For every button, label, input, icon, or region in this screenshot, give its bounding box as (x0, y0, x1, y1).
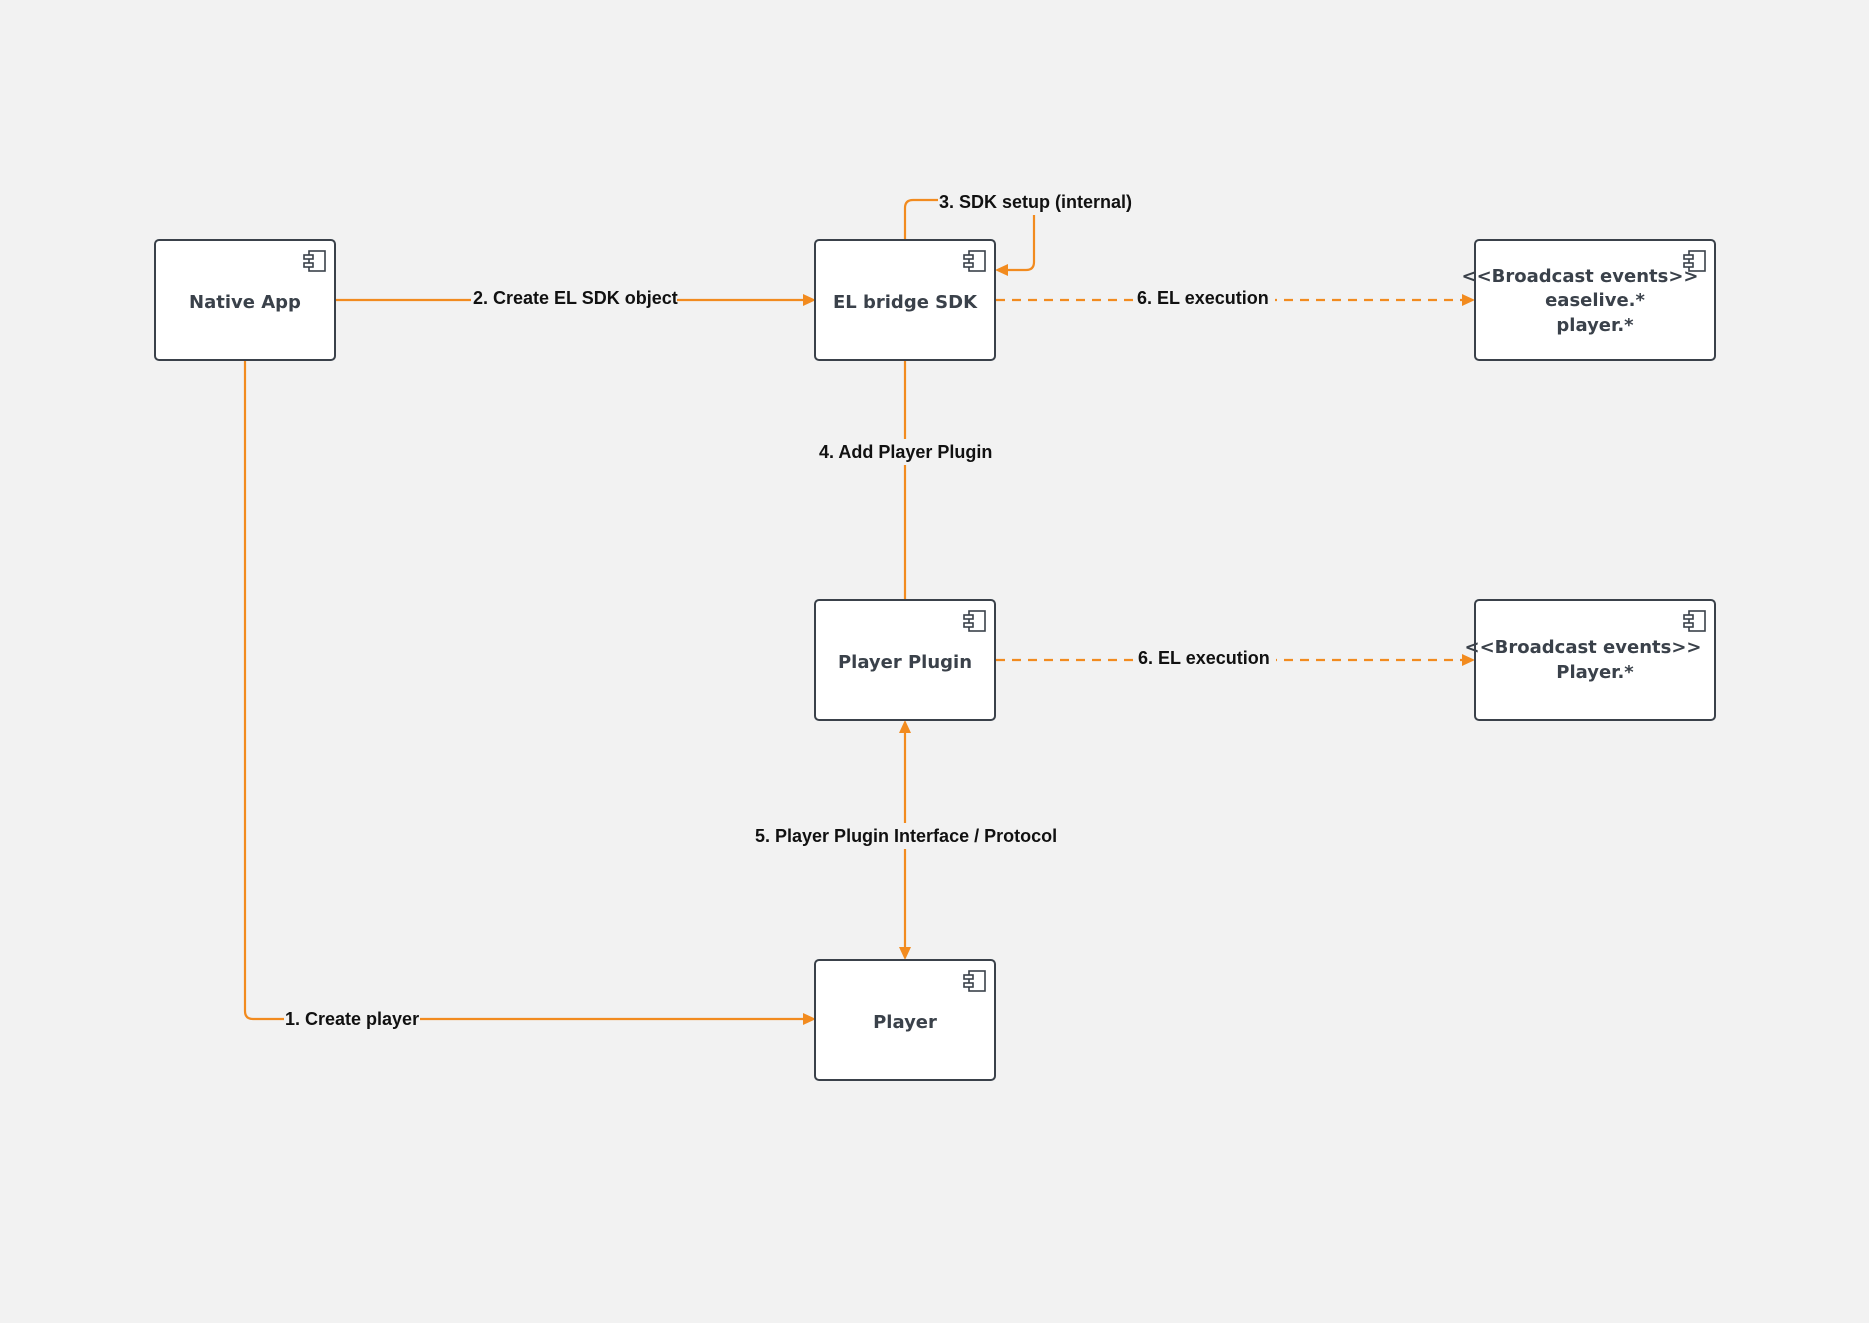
component-icon (963, 610, 986, 632)
node-label-player-plugin: Player Plugin (838, 652, 972, 673)
node-broadcast-events-2[interactable]: <<Broadcast events>> Player.* (1464, 599, 1716, 721)
edge-label-sdk-setup: 3. SDK setup (internal) (939, 192, 1132, 212)
edge-label-create-el-sdk-object: 2. Create EL SDK object (473, 288, 678, 308)
edge-add-player-plugin: 4. Add Player Plugin (816, 360, 994, 600)
edge-el-execution-1: 6. EL execution (996, 287, 1475, 313)
edge-plugin-interface: 5. Player Plugin Interface / Protocol (752, 720, 1058, 960)
edge-sdk-setup: 3. SDK setup (internal) (903, 189, 1132, 276)
component-icon (1683, 250, 1706, 272)
edge-el-execution-2: 6. EL execution (996, 647, 1475, 673)
node-label-broadcast-events-2-line2: Player.* (1556, 662, 1634, 683)
edge-label-el-execution-1: 6. EL execution (1137, 288, 1269, 308)
node-native-app[interactable]: Native App (154, 239, 336, 361)
node-broadcast-events-1[interactable]: <<Broadcast events>> easelive.* player.* (1461, 239, 1716, 361)
node-label-broadcast-events-1-line1: <<Broadcast events>> (1461, 266, 1698, 287)
component-icon (1683, 610, 1706, 632)
edge-create-el-sdk-object: 2. Create EL SDK object (336, 287, 816, 313)
edge-label-create-player: 1. Create player (285, 1009, 419, 1029)
node-player[interactable]: Player (814, 959, 996, 1081)
edge-label-add-player-plugin: 4. Add Player Plugin (819, 442, 992, 462)
component-icon (963, 970, 986, 992)
node-label-broadcast-events-2-line1: <<Broadcast events>> (1464, 637, 1701, 658)
edge-label-plugin-interface: 5. Player Plugin Interface / Protocol (755, 826, 1057, 846)
component-icon (303, 250, 326, 272)
node-label-broadcast-events-1-line3: player.* (1556, 315, 1634, 336)
node-el-bridge-sdk[interactable]: EL bridge SDK (814, 239, 996, 361)
node-label-broadcast-events-1-line2: easelive.* (1545, 290, 1645, 311)
node-label-native-app: Native App (189, 292, 301, 313)
node-player-plugin[interactable]: Player Plugin (814, 599, 996, 721)
component-icon (963, 250, 986, 272)
node-label-player: Player (873, 1012, 937, 1033)
node-label-el-bridge-sdk: EL bridge SDK (833, 292, 978, 313)
edge-create-player: 1. Create player (243, 360, 816, 1032)
edge-label-el-execution-2: 6. EL execution (1138, 648, 1270, 668)
